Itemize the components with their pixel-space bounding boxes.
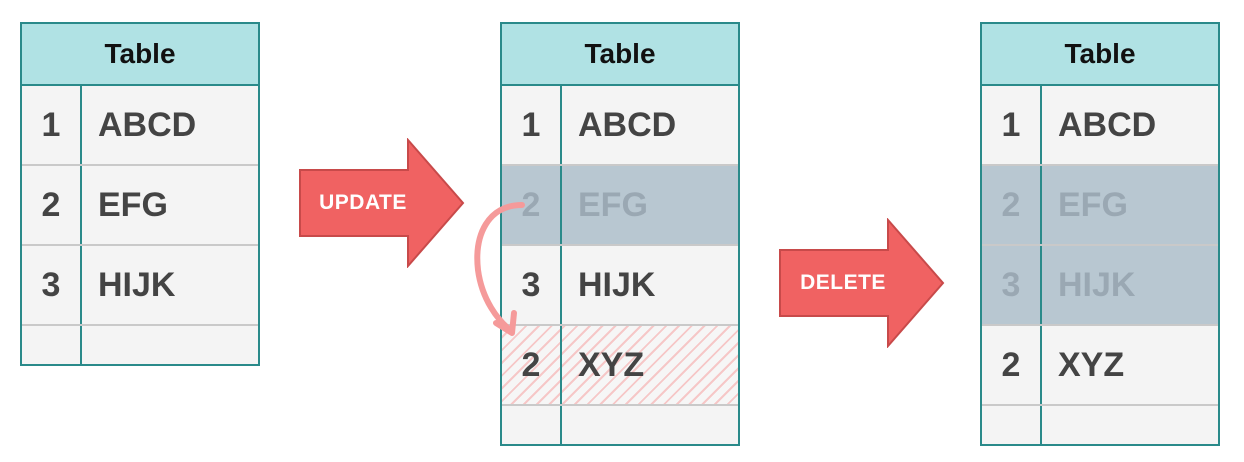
row-value: ABCD xyxy=(1058,105,1157,144)
empty-row xyxy=(502,406,738,444)
row-value: EFG xyxy=(1058,185,1128,224)
table-row-deleted: 2 EFG xyxy=(982,166,1218,246)
table-title: Table xyxy=(982,24,1218,86)
row-id: 1 xyxy=(502,86,562,164)
table-row: 1 ABCD xyxy=(22,86,258,166)
row-id: 3 xyxy=(982,246,1042,324)
table-row-deleted: 3 HIJK xyxy=(982,246,1218,326)
row-value: ABCD xyxy=(578,105,677,144)
row-id-empty xyxy=(22,326,82,364)
row-id: 1 xyxy=(982,86,1042,164)
update-arrow: UPDATE xyxy=(298,137,468,269)
table-row: 1 ABCD xyxy=(502,86,738,166)
row-id: 2 xyxy=(502,326,562,404)
row-value: EFG xyxy=(578,185,648,224)
row-id: 1 xyxy=(22,86,82,164)
empty-row xyxy=(22,326,258,364)
row-value: XYZ xyxy=(1058,345,1125,384)
table-row: 2 EFG xyxy=(22,166,258,246)
row-value-empty xyxy=(562,406,738,444)
row-id: 2 xyxy=(982,326,1042,404)
row-value: XYZ xyxy=(578,345,645,384)
table-title: Table xyxy=(22,24,258,86)
row-id: 3 xyxy=(22,246,82,324)
delete-label: DELETE xyxy=(800,271,886,294)
table-row-inserted: 2 XYZ xyxy=(502,326,738,406)
row-value: HIJK xyxy=(98,265,176,304)
row-value: HIJK xyxy=(1058,265,1136,304)
row-id: 3 xyxy=(502,246,562,324)
table-title: Table xyxy=(502,24,738,86)
table-row: 1 ABCD xyxy=(982,86,1218,166)
table-before: Table 1 ABCD 2 EFG 3 HIJK xyxy=(20,22,260,366)
table-after-delete: Table 1 ABCD 2 EFG 3 HIJK 2 XYZ xyxy=(980,22,1220,446)
row-value: EFG xyxy=(98,185,168,224)
table-row: 3 HIJK xyxy=(502,246,738,326)
update-label: UPDATE xyxy=(319,191,407,214)
row-id: 2 xyxy=(982,166,1042,244)
table-after-update: Table 1 ABCD 2 EFG 3 HIJK 2 XYZ xyxy=(500,22,740,446)
move-row-arrow-icon xyxy=(474,202,525,336)
row-id-empty xyxy=(502,406,562,444)
row-value: HIJK xyxy=(578,265,656,304)
right-arrow-icon xyxy=(779,217,945,349)
row-id: 2 xyxy=(22,166,82,244)
table-row: 2 XYZ xyxy=(982,326,1218,406)
row-value-empty xyxy=(82,326,258,364)
delete-arrow: DELETE xyxy=(778,217,948,349)
table-row-deleted: 2 EFG xyxy=(502,166,738,246)
row-id-empty xyxy=(982,406,1042,444)
row-id: 2 xyxy=(502,166,562,244)
row-value-empty xyxy=(1042,406,1218,444)
row-value: ABCD xyxy=(98,105,197,144)
empty-row xyxy=(982,406,1218,444)
table-row: 3 HIJK xyxy=(22,246,258,326)
right-arrow-icon xyxy=(299,137,465,269)
